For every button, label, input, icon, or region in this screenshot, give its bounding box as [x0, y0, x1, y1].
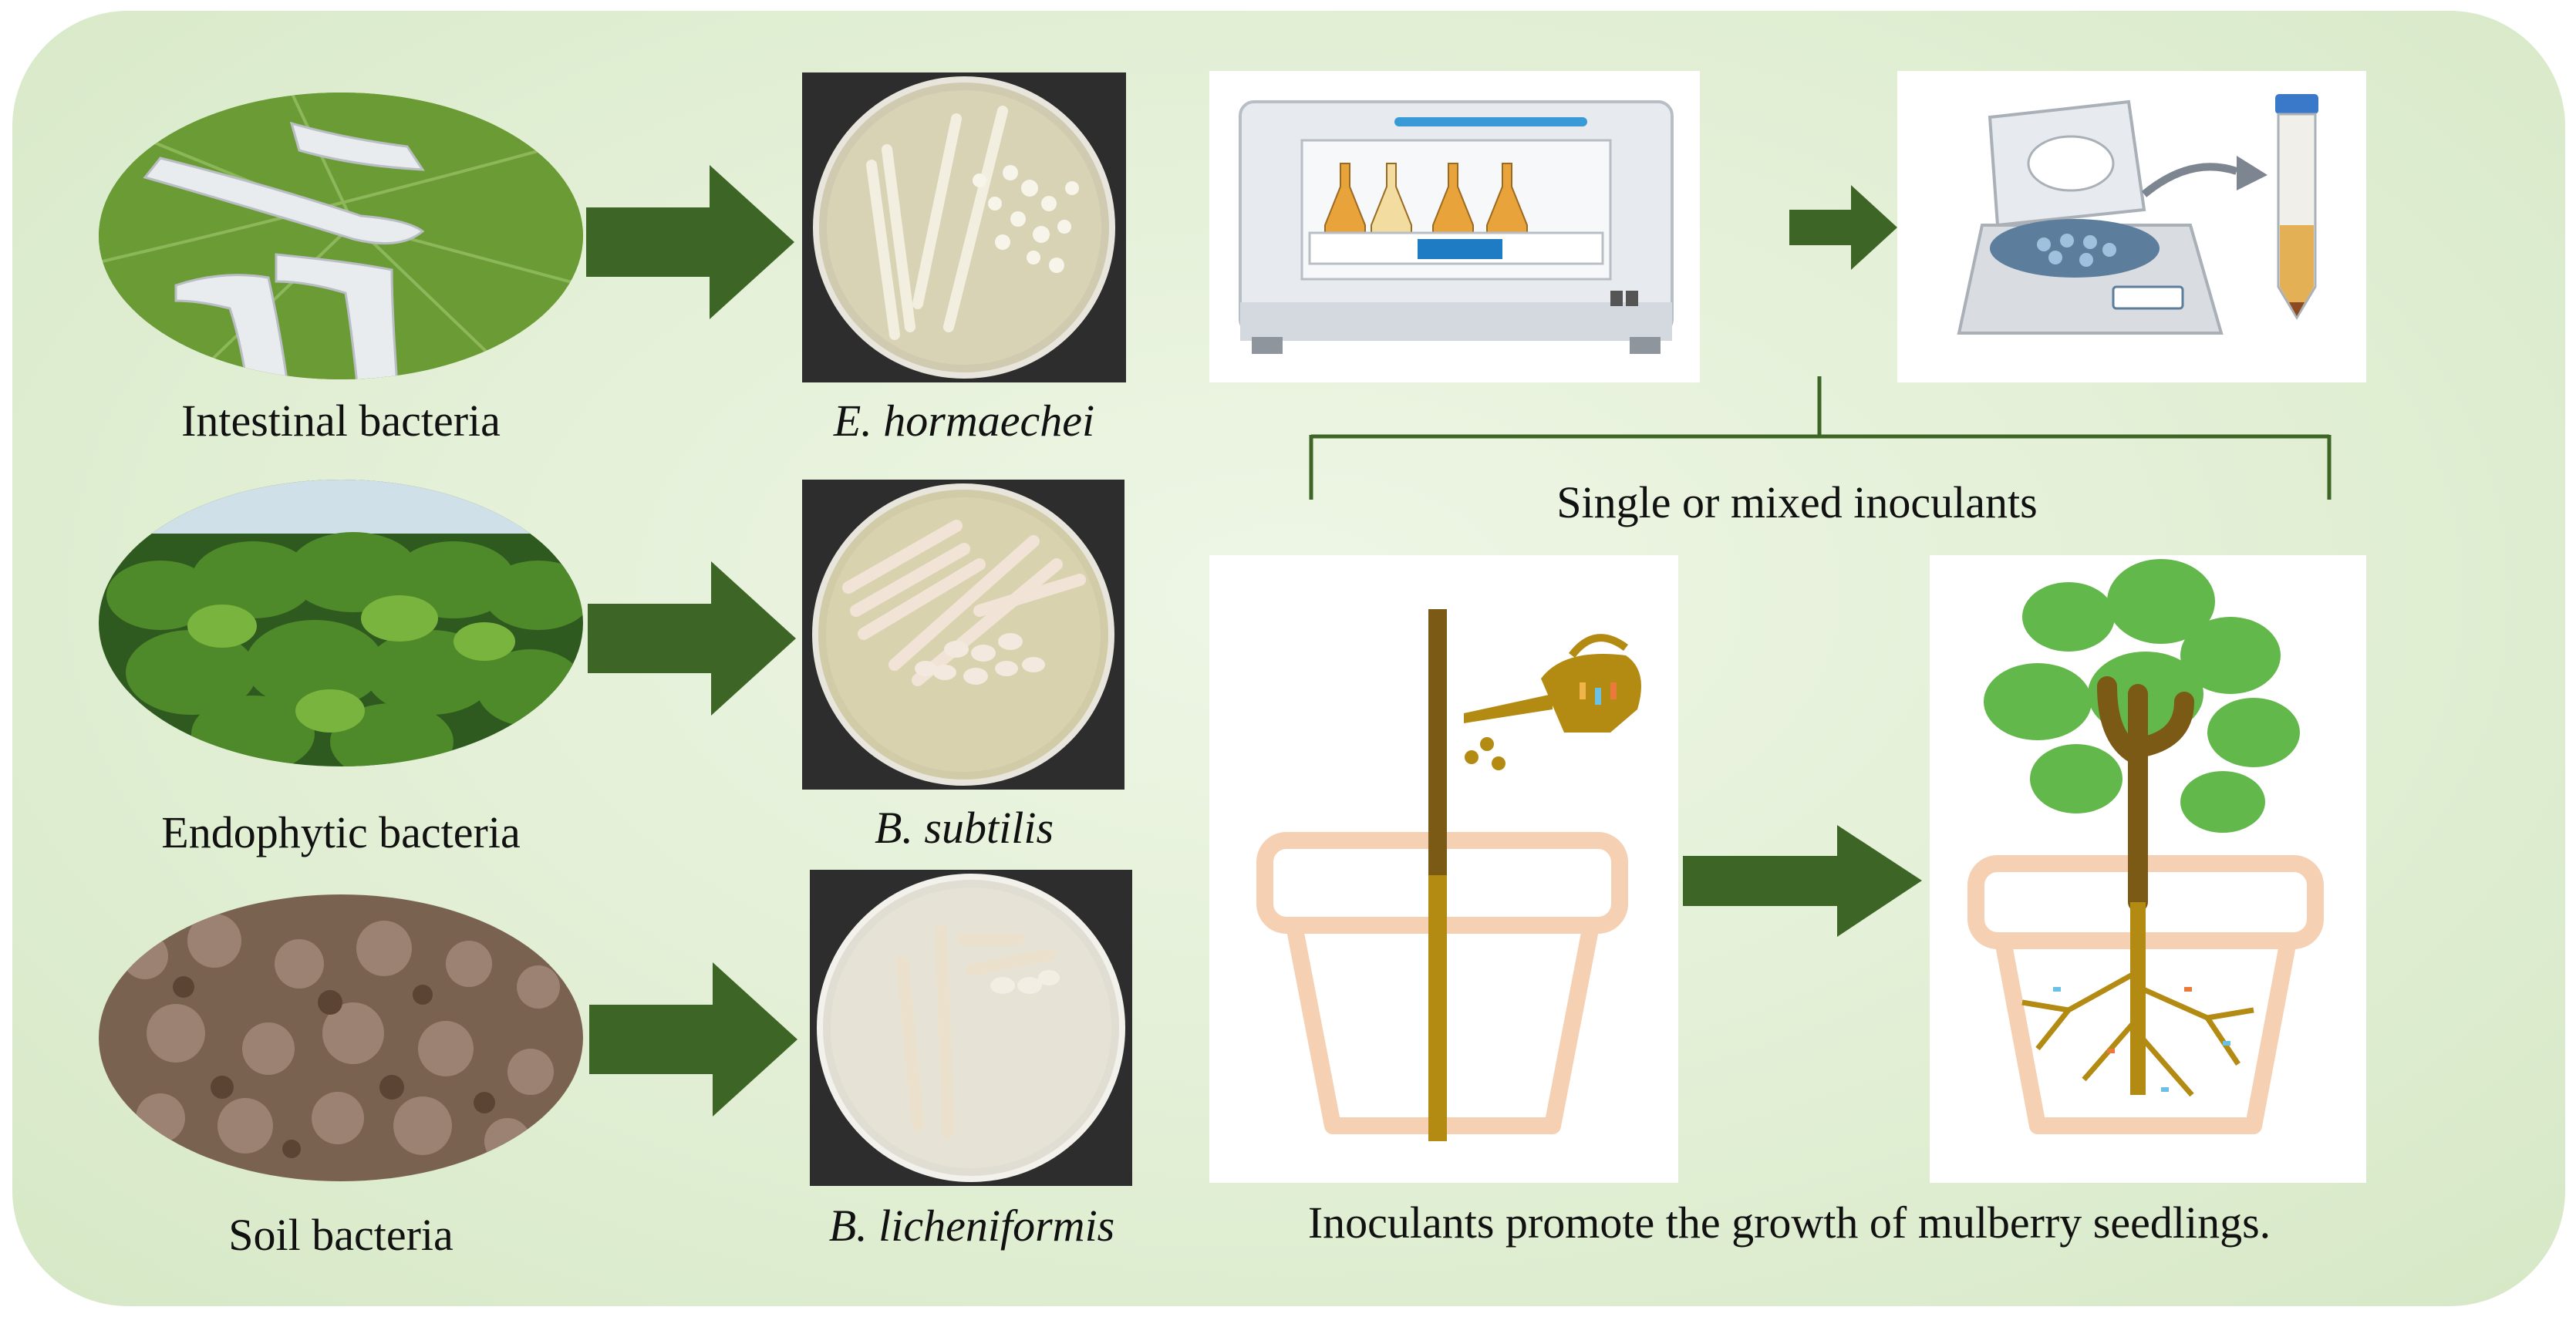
intestinal-bacteria-label: Intestinal bacteria	[181, 396, 501, 446]
bracket-connector	[1309, 376, 2332, 500]
soil-bacteria-label: Soil bacteria	[228, 1210, 453, 1260]
ehormaechei-label: E. hormaechei	[833, 396, 1095, 446]
petri-dish-ehormaechei	[802, 72, 1126, 382]
mulberry-plant-photo	[99, 480, 583, 766]
bsubtilis-label: B. subtilis	[874, 803, 1054, 853]
pot-before	[1209, 555, 1678, 1183]
petri-dish-blicheniformis	[810, 870, 1132, 1186]
pot-after	[1930, 555, 2366, 1183]
arrow-right-icon	[588, 561, 796, 716]
arrow-right-icon	[1789, 185, 1897, 270]
centrifuge	[1897, 71, 2366, 382]
arrow-right-icon	[586, 165, 794, 319]
soil-photo	[99, 894, 583, 1181]
blicheniformis-label: B. licheniformis	[828, 1201, 1115, 1251]
watering-can-icon	[1464, 634, 1641, 770]
silkworm-photo	[99, 93, 583, 379]
result-caption: Inoculants promote the growth of mulberr…	[1307, 1197, 2271, 1248]
arrow-right-icon	[589, 962, 797, 1117]
arrow-right-icon	[1683, 825, 1922, 937]
inoculant-label: Single or mixed inoculants	[1556, 477, 2038, 527]
endophytic-bacteria-label: Endophytic bacteria	[161, 807, 521, 857]
petri-dish-bsubtilis	[802, 480, 1124, 790]
shaker-incubator	[1209, 71, 1700, 382]
mulberry-seedling-icon	[1984, 559, 2300, 1097]
